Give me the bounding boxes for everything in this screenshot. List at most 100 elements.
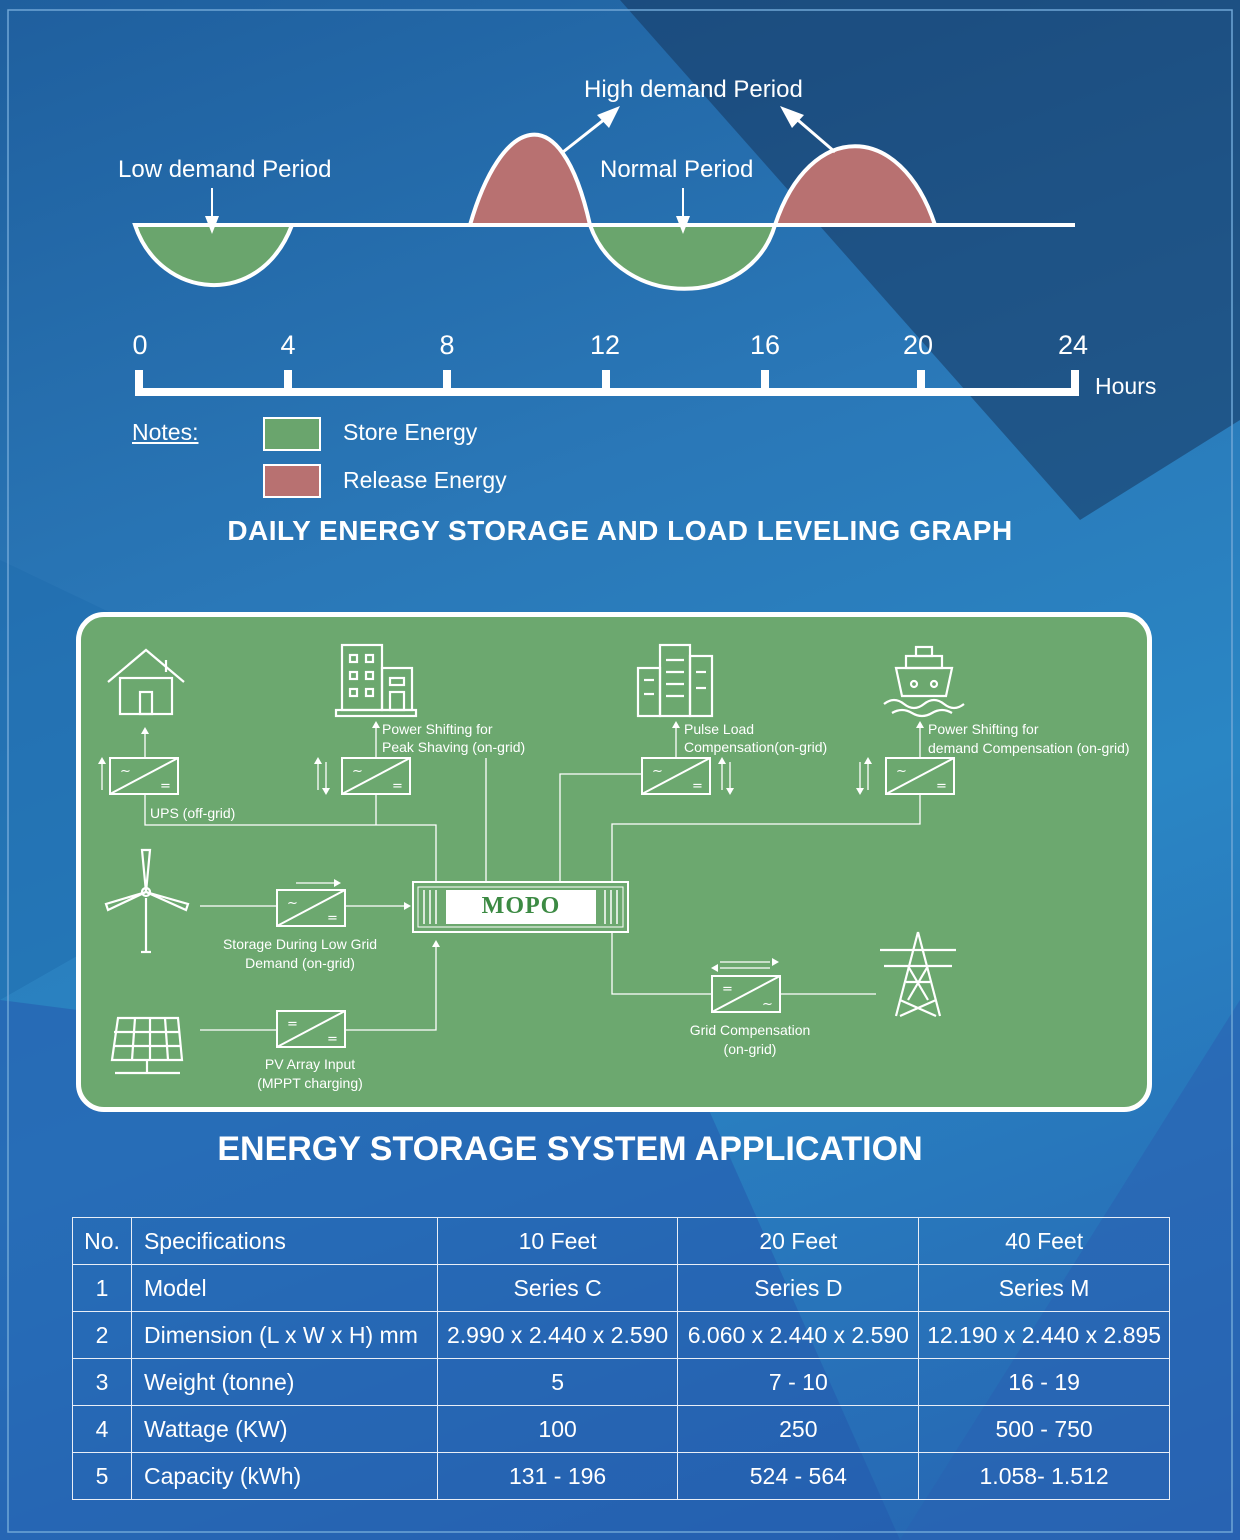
svg-text:=: = — [936, 779, 947, 794]
table-cell: 7 - 10 — [677, 1358, 920, 1406]
svg-text:~: ~ — [896, 764, 907, 779]
demand-compensation-label-2: demand Compensation (on-grid) — [928, 740, 1130, 756]
axis-unit-label: Hours — [1095, 373, 1157, 399]
table-cell: 250 — [677, 1405, 920, 1453]
release-energy-area-1 — [467, 132, 593, 227]
pulse-load-label-1: Pulse Load — [684, 721, 755, 737]
table-header: 40 Feet — [918, 1217, 1170, 1265]
house-icon — [107, 648, 185, 716]
svg-text:=: = — [392, 779, 403, 794]
application-diagram: ~= ~= ~= ~= ~= == =~ — [98, 643, 965, 1075]
store-energy-area-low — [132, 223, 295, 288]
legend-label-store: Store Energy — [343, 419, 478, 445]
wind-turbine-icon — [104, 848, 190, 954]
notes-label: Notes: — [132, 419, 199, 445]
table-cell: Series M — [918, 1264, 1170, 1312]
release-energy-area-2 — [772, 144, 938, 227]
legend-swatch-release — [263, 464, 321, 498]
table-row: 3 Weight (tonne) 5 7 - 10 16 - 19 — [72, 1358, 1170, 1406]
converter-ups-icon — [109, 757, 179, 795]
svg-text:=: = — [327, 1032, 338, 1047]
table-cell: Weight (tonne) — [130, 1358, 438, 1406]
table-header: Specifications — [130, 1217, 438, 1265]
peak-shaving-label-1: Power Shifting for — [382, 721, 493, 737]
mopo-logo: MOPO — [481, 893, 561, 919]
table-cell: Dimension (L x W x H) mm — [130, 1311, 438, 1359]
svg-text:~: ~ — [352, 764, 363, 779]
tick-label: 0 — [132, 330, 148, 360]
tick-label: 12 — [589, 330, 621, 360]
svg-text:=: = — [692, 779, 703, 794]
svg-text:=: = — [160, 779, 171, 794]
legend-swatch-store — [263, 417, 321, 451]
table-header-row: No. Specifications 10 Feet 20 Feet 40 Fe… — [72, 1217, 1170, 1265]
svg-text:~: ~ — [287, 896, 298, 911]
table-row: 5 Capacity (kWh) 131 - 196 524 - 564 1.0… — [72, 1452, 1170, 1500]
tick-label: 20 — [902, 330, 934, 360]
table-cell: Series D — [677, 1264, 920, 1312]
tick-label: 24 — [1057, 330, 1089, 360]
table-row: 2 Dimension (L x W x H) mm 2.990 x 2.440… — [72, 1311, 1170, 1359]
high-arrow-left-icon — [597, 106, 620, 128]
low-arrow-icon — [205, 216, 219, 234]
battery-container-icon — [412, 881, 629, 933]
table-header: No. — [72, 1217, 132, 1265]
office-building-icon — [334, 643, 418, 718]
table-cell: 1 — [72, 1264, 132, 1312]
low-demand-label: Low demand Period — [118, 156, 332, 183]
high-demand-label: High demand Period — [584, 76, 803, 103]
converter-pv-icon — [276, 1010, 346, 1048]
table-cell: 500 - 750 — [918, 1405, 1170, 1453]
table-cell: Model — [130, 1264, 438, 1312]
peak-shaving-label-2: Peak Shaving (on-grid) — [382, 739, 526, 755]
table-cell: 6.060 x 2.440 x 2.590 — [677, 1311, 920, 1359]
svg-text:=: = — [722, 982, 733, 997]
table-cell: 2.990 x 2.440 x 2.590 — [436, 1311, 679, 1359]
pv-array-label-2: (MPPT charging) — [257, 1075, 363, 1091]
grid-compensation-label-2: (on-grid) — [723, 1041, 777, 1057]
table-header: 20 Feet — [677, 1217, 920, 1265]
pulse-load-label-2: Compensation(on-grid) — [684, 739, 828, 755]
converter-wind-icon — [276, 889, 346, 927]
application-title: ENERGY STORAGE SYSTEM APPLICATION — [217, 1130, 923, 1168]
graph-title: DAILY ENERGY STORAGE AND LOAD LEVELING G… — [227, 515, 1013, 546]
solar-panel-icon — [110, 1016, 184, 1075]
svg-text:=: = — [287, 1017, 298, 1032]
city-buildings-icon — [636, 643, 714, 718]
ship-icon — [883, 645, 965, 718]
application-diagram-panel — [76, 612, 1152, 1112]
pv-array-label-1: PV Array Input — [264, 1056, 356, 1072]
specifications-table: No. Specifications 10 Feet 20 Feet 40 Fe… — [72, 1217, 1170, 1500]
table-cell: Wattage (KW) — [130, 1405, 438, 1453]
svg-text:~: ~ — [652, 764, 663, 779]
grid-compensation-label-1: Grid Compensation — [689, 1022, 811, 1038]
table-header: 10 Feet — [436, 1217, 679, 1265]
high-arrow-right-icon — [780, 106, 804, 128]
table-cell: 131 - 196 — [436, 1452, 679, 1500]
table-cell: 1.058- 1.512 — [918, 1452, 1170, 1500]
table-cell: 5 — [436, 1358, 679, 1406]
table-cell: 4 — [72, 1405, 132, 1453]
demand-compensation-label-1: Power Shifting for — [928, 721, 1039, 737]
store-energy-area-normal — [587, 223, 778, 291]
storage-label-2: Demand (on-grid) — [245, 955, 355, 971]
normal-arrow-icon — [676, 216, 690, 234]
legend-label-release: Release Energy — [343, 467, 507, 493]
table-cell: 2 — [72, 1311, 132, 1359]
table-cell: 5 — [72, 1452, 132, 1500]
normal-period-label: Normal Period — [600, 156, 754, 183]
table-cell: 16 - 19 — [918, 1358, 1170, 1406]
tick-label: 16 — [749, 330, 781, 360]
load-leveling-curve — [132, 106, 1079, 396]
table-cell: 3 — [72, 1358, 132, 1406]
table-row: 4 Wattage (KW) 100 250 500 - 750 — [72, 1405, 1170, 1453]
table-cell: 100 — [436, 1405, 679, 1453]
tick-label: 4 — [280, 330, 296, 360]
tick-label: 8 — [439, 330, 455, 360]
table-cell: 12.190 x 2.440 x 2.895 — [918, 1311, 1170, 1359]
table-cell: 524 - 564 — [677, 1452, 920, 1500]
table-row: 1 Model Series C Series D Series M — [72, 1264, 1170, 1312]
hours-axis — [135, 370, 1079, 396]
svg-text:~: ~ — [120, 764, 131, 779]
